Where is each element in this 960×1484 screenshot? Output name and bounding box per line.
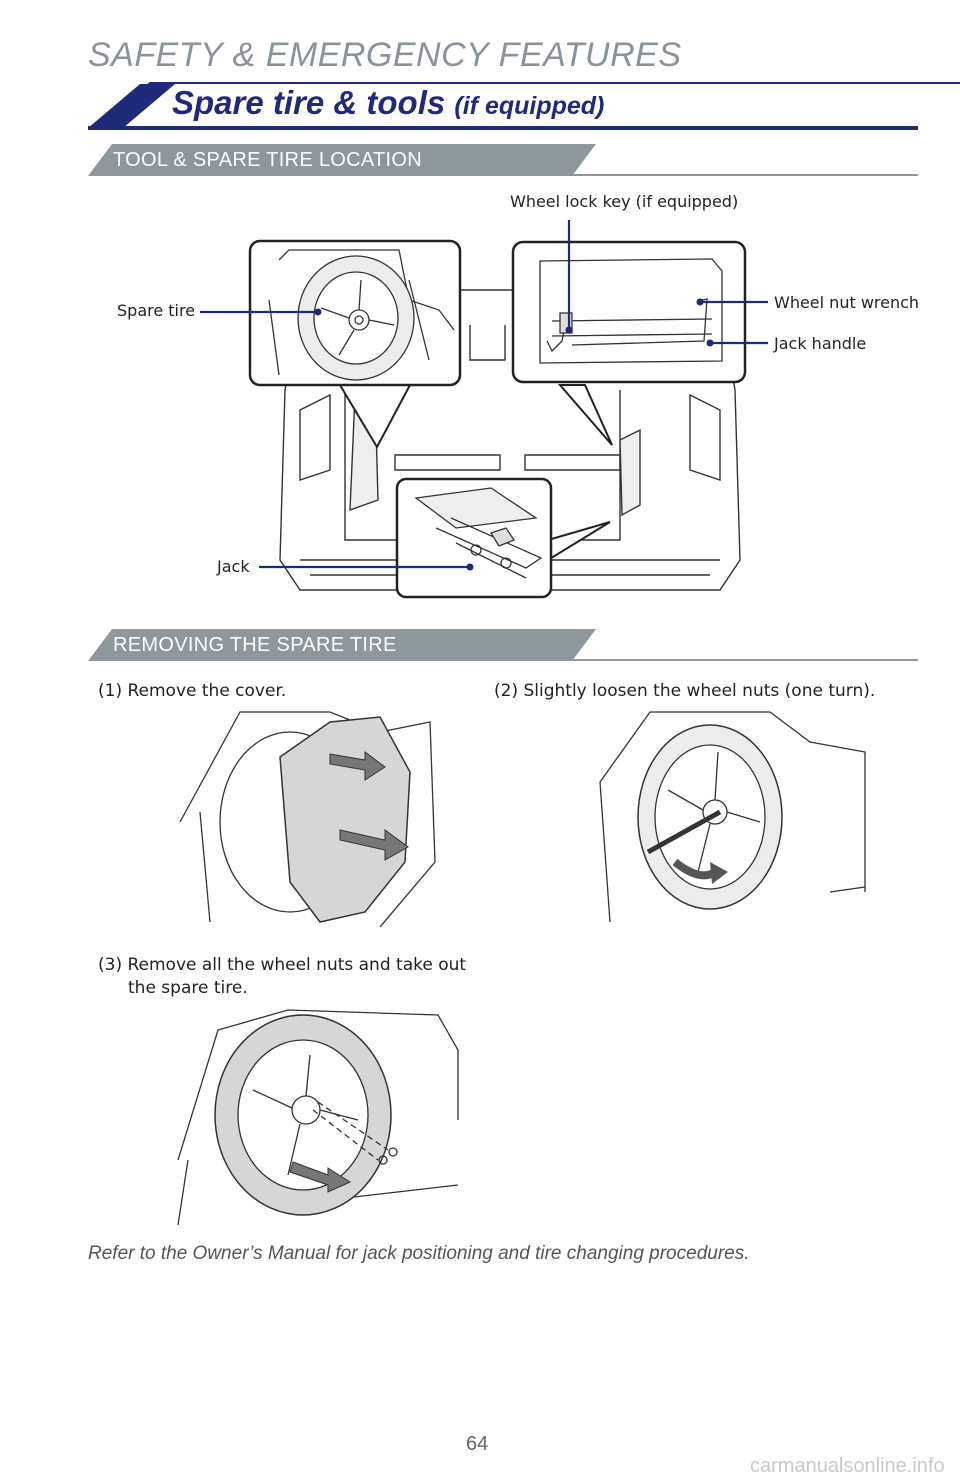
title-slash-shape bbox=[88, 84, 175, 128]
section-banner-removing bbox=[88, 629, 918, 661]
step-2-caption: (2) Slightly loosen the wheel nuts (one … bbox=[494, 681, 876, 701]
callout-jack: Jack bbox=[217, 557, 250, 576]
step-2-illustration bbox=[599, 711, 866, 923]
section-title-location: TOOL & SPARE TIRE LOCATION bbox=[113, 149, 422, 171]
step-3-illustration bbox=[177, 1009, 459, 1226]
callout-wheel-lock-key: Wheel lock key (if equipped) bbox=[510, 192, 739, 211]
step-1-illustration bbox=[179, 711, 436, 928]
callout-jack-handle: Jack handle bbox=[774, 334, 867, 353]
callout-spare-tire: Spare tire bbox=[117, 301, 196, 320]
page-title: Spare tire & tools (if equipped) bbox=[172, 84, 604, 122]
section-banner-location bbox=[88, 144, 918, 176]
callout-wheel-nut-wrench: Wheel nut wrench bbox=[774, 293, 920, 312]
step-3-caption-line2: the spare tire. bbox=[128, 978, 248, 998]
footer-note: Refer to the Owner’s Manual for jack pos… bbox=[88, 1243, 750, 1264]
spare-tire-inset bbox=[248, 239, 462, 387]
page-title-main: Spare tire & tools bbox=[172, 84, 446, 121]
tools-inset bbox=[511, 240, 747, 384]
step-1-caption: (1) Remove the cover. bbox=[98, 681, 287, 701]
section-header: SAFETY & EMERGENCY FEATURES bbox=[88, 36, 682, 74]
watermark: carmanualsonline.info bbox=[750, 1455, 945, 1477]
step-3-caption-line1: (3) Remove all the wheel nuts and take o… bbox=[98, 955, 467, 975]
page-number: 64 bbox=[466, 1433, 489, 1455]
section-title-removing: REMOVING THE SPARE TIRE bbox=[113, 634, 397, 656]
page-title-suffix: (if equipped) bbox=[454, 92, 605, 120]
callout-lines bbox=[200, 220, 768, 571]
